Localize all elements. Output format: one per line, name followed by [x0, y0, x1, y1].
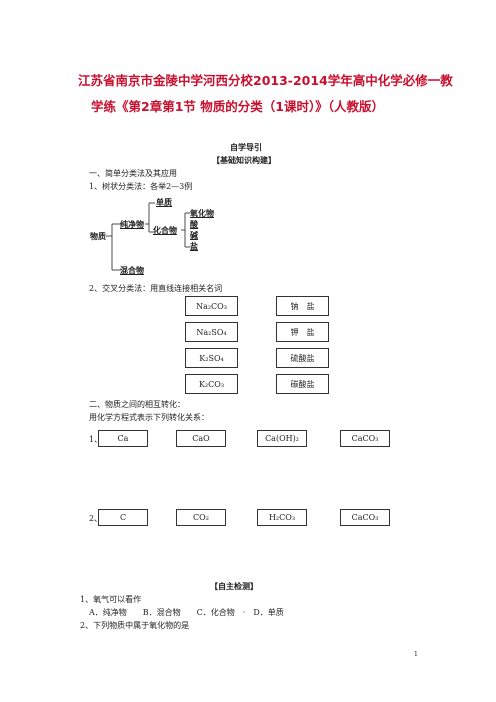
chain2-item-c: C	[98, 509, 148, 526]
tree-oxide-label: 氧化物	[190, 208, 214, 218]
part2-heading: 二、物质之间的相互转化：	[89, 400, 185, 409]
tree-mixture-label: 混合物	[120, 265, 144, 275]
tree-element-label: 单质	[156, 197, 172, 207]
chain2-number: 2、	[89, 514, 103, 523]
tree-classification-question: 1、树状分类法：各举2—3例	[89, 182, 193, 191]
tree-compound-label: 化合物	[153, 225, 177, 235]
category-box-carbonate[interactable]: 碳酸盐	[276, 374, 329, 394]
compound-box-na2co3[interactable]: Na₂CO₃	[185, 296, 238, 316]
study-guide-heading: 自学导引	[230, 142, 262, 152]
basic-knowledge-heading: 【基础知识构建】	[212, 155, 276, 165]
cross-classification-question: 2、交叉分类法：用直线连接相关名词	[89, 284, 223, 293]
self-test-heading: 【自主检测】	[210, 581, 258, 591]
chain2-item-caco3: CaCO₃	[340, 509, 390, 526]
tree-pure-substance-label: 纯净物	[120, 219, 144, 229]
compound-box-k2co3[interactable]: K₂CO₃	[185, 374, 238, 394]
category-box-sodium-salt[interactable]: 钠 盐	[276, 296, 329, 316]
tree-base-label: 碱	[190, 230, 198, 240]
chain2-item-co2: CO₂	[176, 509, 226, 526]
part1-heading: 一、简单分类法及其应用	[89, 169, 177, 178]
chain1-item-ca: Ca	[98, 430, 148, 447]
self-test-question-2: 2、下列物质中属于氧化物的是	[80, 621, 190, 630]
page-title-line-2: 学练《第2章第1节 物质的分类（1课时）》（人教版）	[91, 99, 384, 114]
self-test-question-1: 1、氧气可以看作	[80, 595, 142, 604]
category-box-sulfate[interactable]: 硫酸盐	[276, 348, 329, 368]
tree-root-label: 物质	[90, 231, 106, 241]
chain1-item-caco3: CaCO₃	[340, 430, 390, 447]
chain1-number: 1、	[89, 435, 103, 444]
part2-instruction: 用化学方程式表示下列转化关系：	[89, 413, 209, 422]
page-number: 1	[414, 651, 418, 658]
chain2-item-h2co3: H₂CO₃	[257, 509, 307, 526]
compound-box-na2so4[interactable]: Na₂SO₄	[185, 322, 238, 342]
compound-box-k2so4[interactable]: K₂SO₄	[185, 348, 238, 368]
chain1-item-cao: CaO	[176, 430, 226, 447]
category-box-potassium-salt[interactable]: 钾 盐	[276, 322, 329, 342]
tree-acid-label: 酸	[190, 219, 198, 229]
tree-salt-label: 盐	[190, 241, 198, 251]
chain1-item-caoh2: Ca(OH)₂	[257, 430, 307, 447]
self-test-question-1-options: A．纯净物 B．混合物 C．化合物 · D．单质	[89, 608, 284, 617]
page-title-line-1: 江苏省南京市金陵中学河西分校2013-2014学年高中化学必修一教	[78, 73, 453, 88]
